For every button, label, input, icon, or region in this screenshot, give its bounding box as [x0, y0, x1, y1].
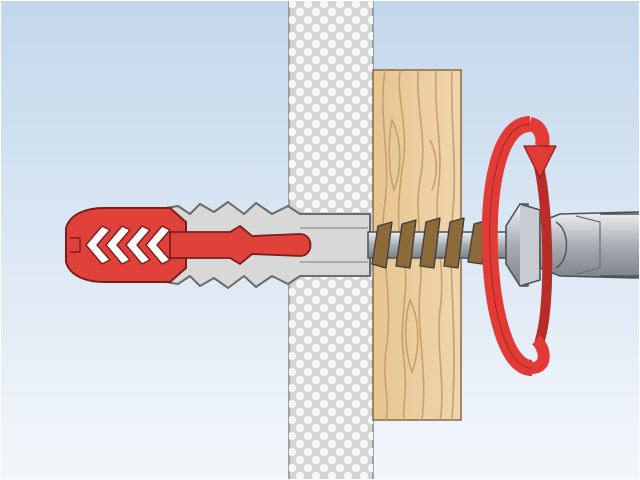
screwdriver-icon	[539, 211, 640, 279]
clockwise-rotation-arrow-icon	[481, 116, 557, 376]
wall-plug-icon	[65, 201, 371, 289]
